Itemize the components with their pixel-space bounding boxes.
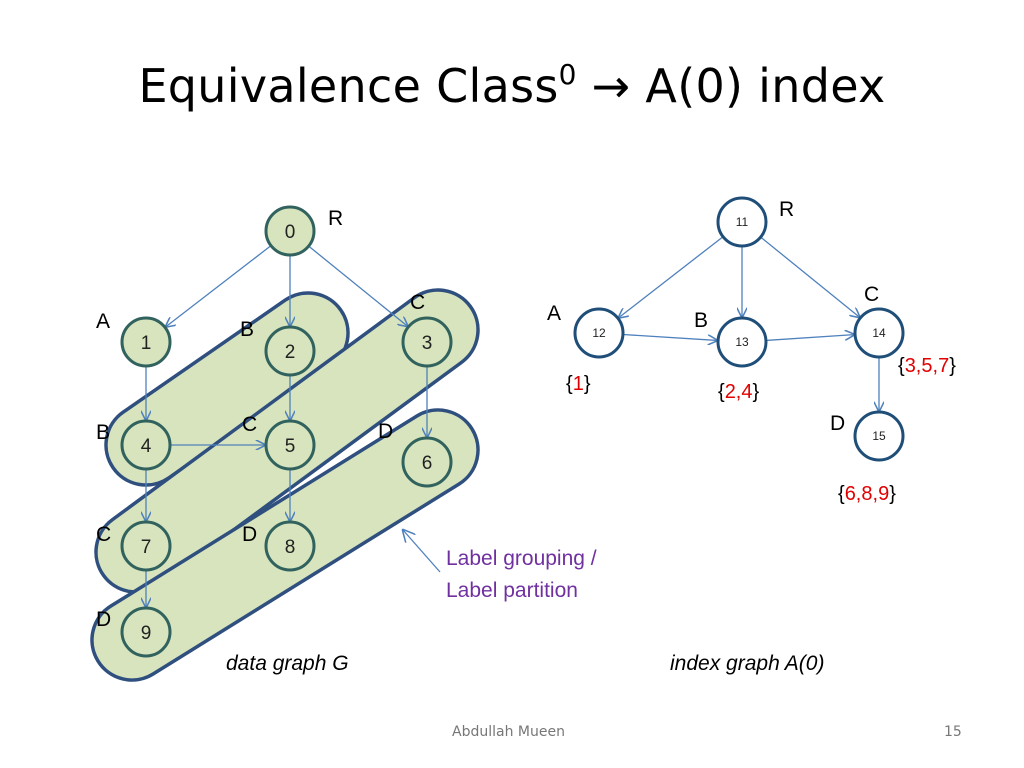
edge-0-3: [308, 245, 408, 326]
node-5: [264, 419, 316, 471]
node-9: [120, 606, 172, 658]
node-8: [264, 520, 316, 572]
node-0: [264, 205, 316, 257]
node-4-id: 4: [141, 436, 152, 457]
node-1: [120, 316, 172, 368]
node-1-id: 1: [141, 333, 152, 354]
title-main: Equivalence Class: [138, 59, 559, 113]
node-9-label: D: [96, 608, 111, 631]
index-graph-nodes: 11 R 12 A 13 B 14 C 15 D: [547, 196, 905, 462]
extent-set-14: {3,5,7}: [898, 355, 956, 377]
index-graph-edges: [619, 236, 879, 411]
annotation-line-2: Label partition: [446, 579, 578, 602]
title-rest: → A(0) index: [576, 59, 886, 113]
index-node-14-id: 14: [872, 326, 886, 340]
index-node-15: [853, 410, 905, 462]
node-8-label: D: [242, 523, 257, 546]
index-node-15-label: D: [830, 412, 845, 435]
annotation-arrow: [403, 530, 441, 573]
node-4: [120, 419, 172, 471]
node-7: [120, 520, 172, 572]
node-7-id: 7: [141, 537, 152, 558]
node-9-id: 9: [141, 623, 152, 644]
node-3: [401, 316, 453, 368]
annotation-line-1: Label grouping /: [446, 547, 597, 570]
node-5-id: 5: [285, 436, 296, 457]
index-node-11-id: 11: [736, 215, 749, 229]
index-graph-caption: index graph A(0): [670, 652, 824, 675]
title-superscript: 0: [558, 58, 577, 91]
footer-author: Abdullah Mueen: [452, 724, 565, 740]
node-6-id: 6: [422, 453, 433, 474]
node-6-label: D: [378, 420, 393, 443]
extent-set-15: {6,8,9}: [838, 483, 896, 505]
node-8-id: 8: [285, 537, 296, 558]
node-5-label: C: [242, 413, 257, 436]
node-0-id: 0: [285, 222, 296, 243]
data-graph-edges: [146, 245, 427, 607]
extent-set-12: {1}: [566, 373, 591, 395]
edge-0-1: [166, 245, 272, 327]
index-node-12-id: 12: [592, 326, 606, 340]
index-node-13: [716, 316, 768, 368]
slide-title: Equivalence Class0 → A(0) index: [0, 58, 1024, 113]
index-node-11-label: R: [779, 198, 794, 221]
index-node-13-label: B: [694, 309, 708, 332]
index-node-13-id: 13: [735, 335, 749, 349]
node-2-label: B: [240, 318, 254, 341]
node-6: [401, 436, 453, 488]
index-node-14: [853, 307, 905, 359]
node-2-id: 2: [285, 342, 296, 363]
node-2: [264, 325, 316, 377]
index-node-12: [573, 307, 625, 359]
index-edge-13-14: [765, 335, 854, 342]
index-edge-11-14: [760, 236, 860, 317]
index-node-15-id: 15: [872, 429, 886, 443]
node-7-label: C: [96, 523, 111, 546]
extent-set-13: {2,4}: [718, 381, 760, 403]
node-3-label: C: [410, 291, 425, 314]
node-0-label: R: [328, 207, 343, 230]
index-graph-extents: {1} {2,4} {3,5,7} {6,8,9}: [566, 355, 956, 505]
index-edge-11-12: [619, 236, 724, 318]
index-node-11: [716, 196, 768, 248]
index-edge-12-13: [622, 333, 717, 341]
node-3-id: 3: [422, 333, 433, 354]
node-4-label: B: [96, 421, 110, 444]
index-node-12-label: A: [547, 302, 561, 325]
data-graph-caption: data graph G: [226, 652, 349, 675]
index-node-14-label: C: [864, 283, 879, 306]
node-1-label: A: [96, 310, 110, 333]
footer-page-number: 15: [944, 724, 962, 740]
